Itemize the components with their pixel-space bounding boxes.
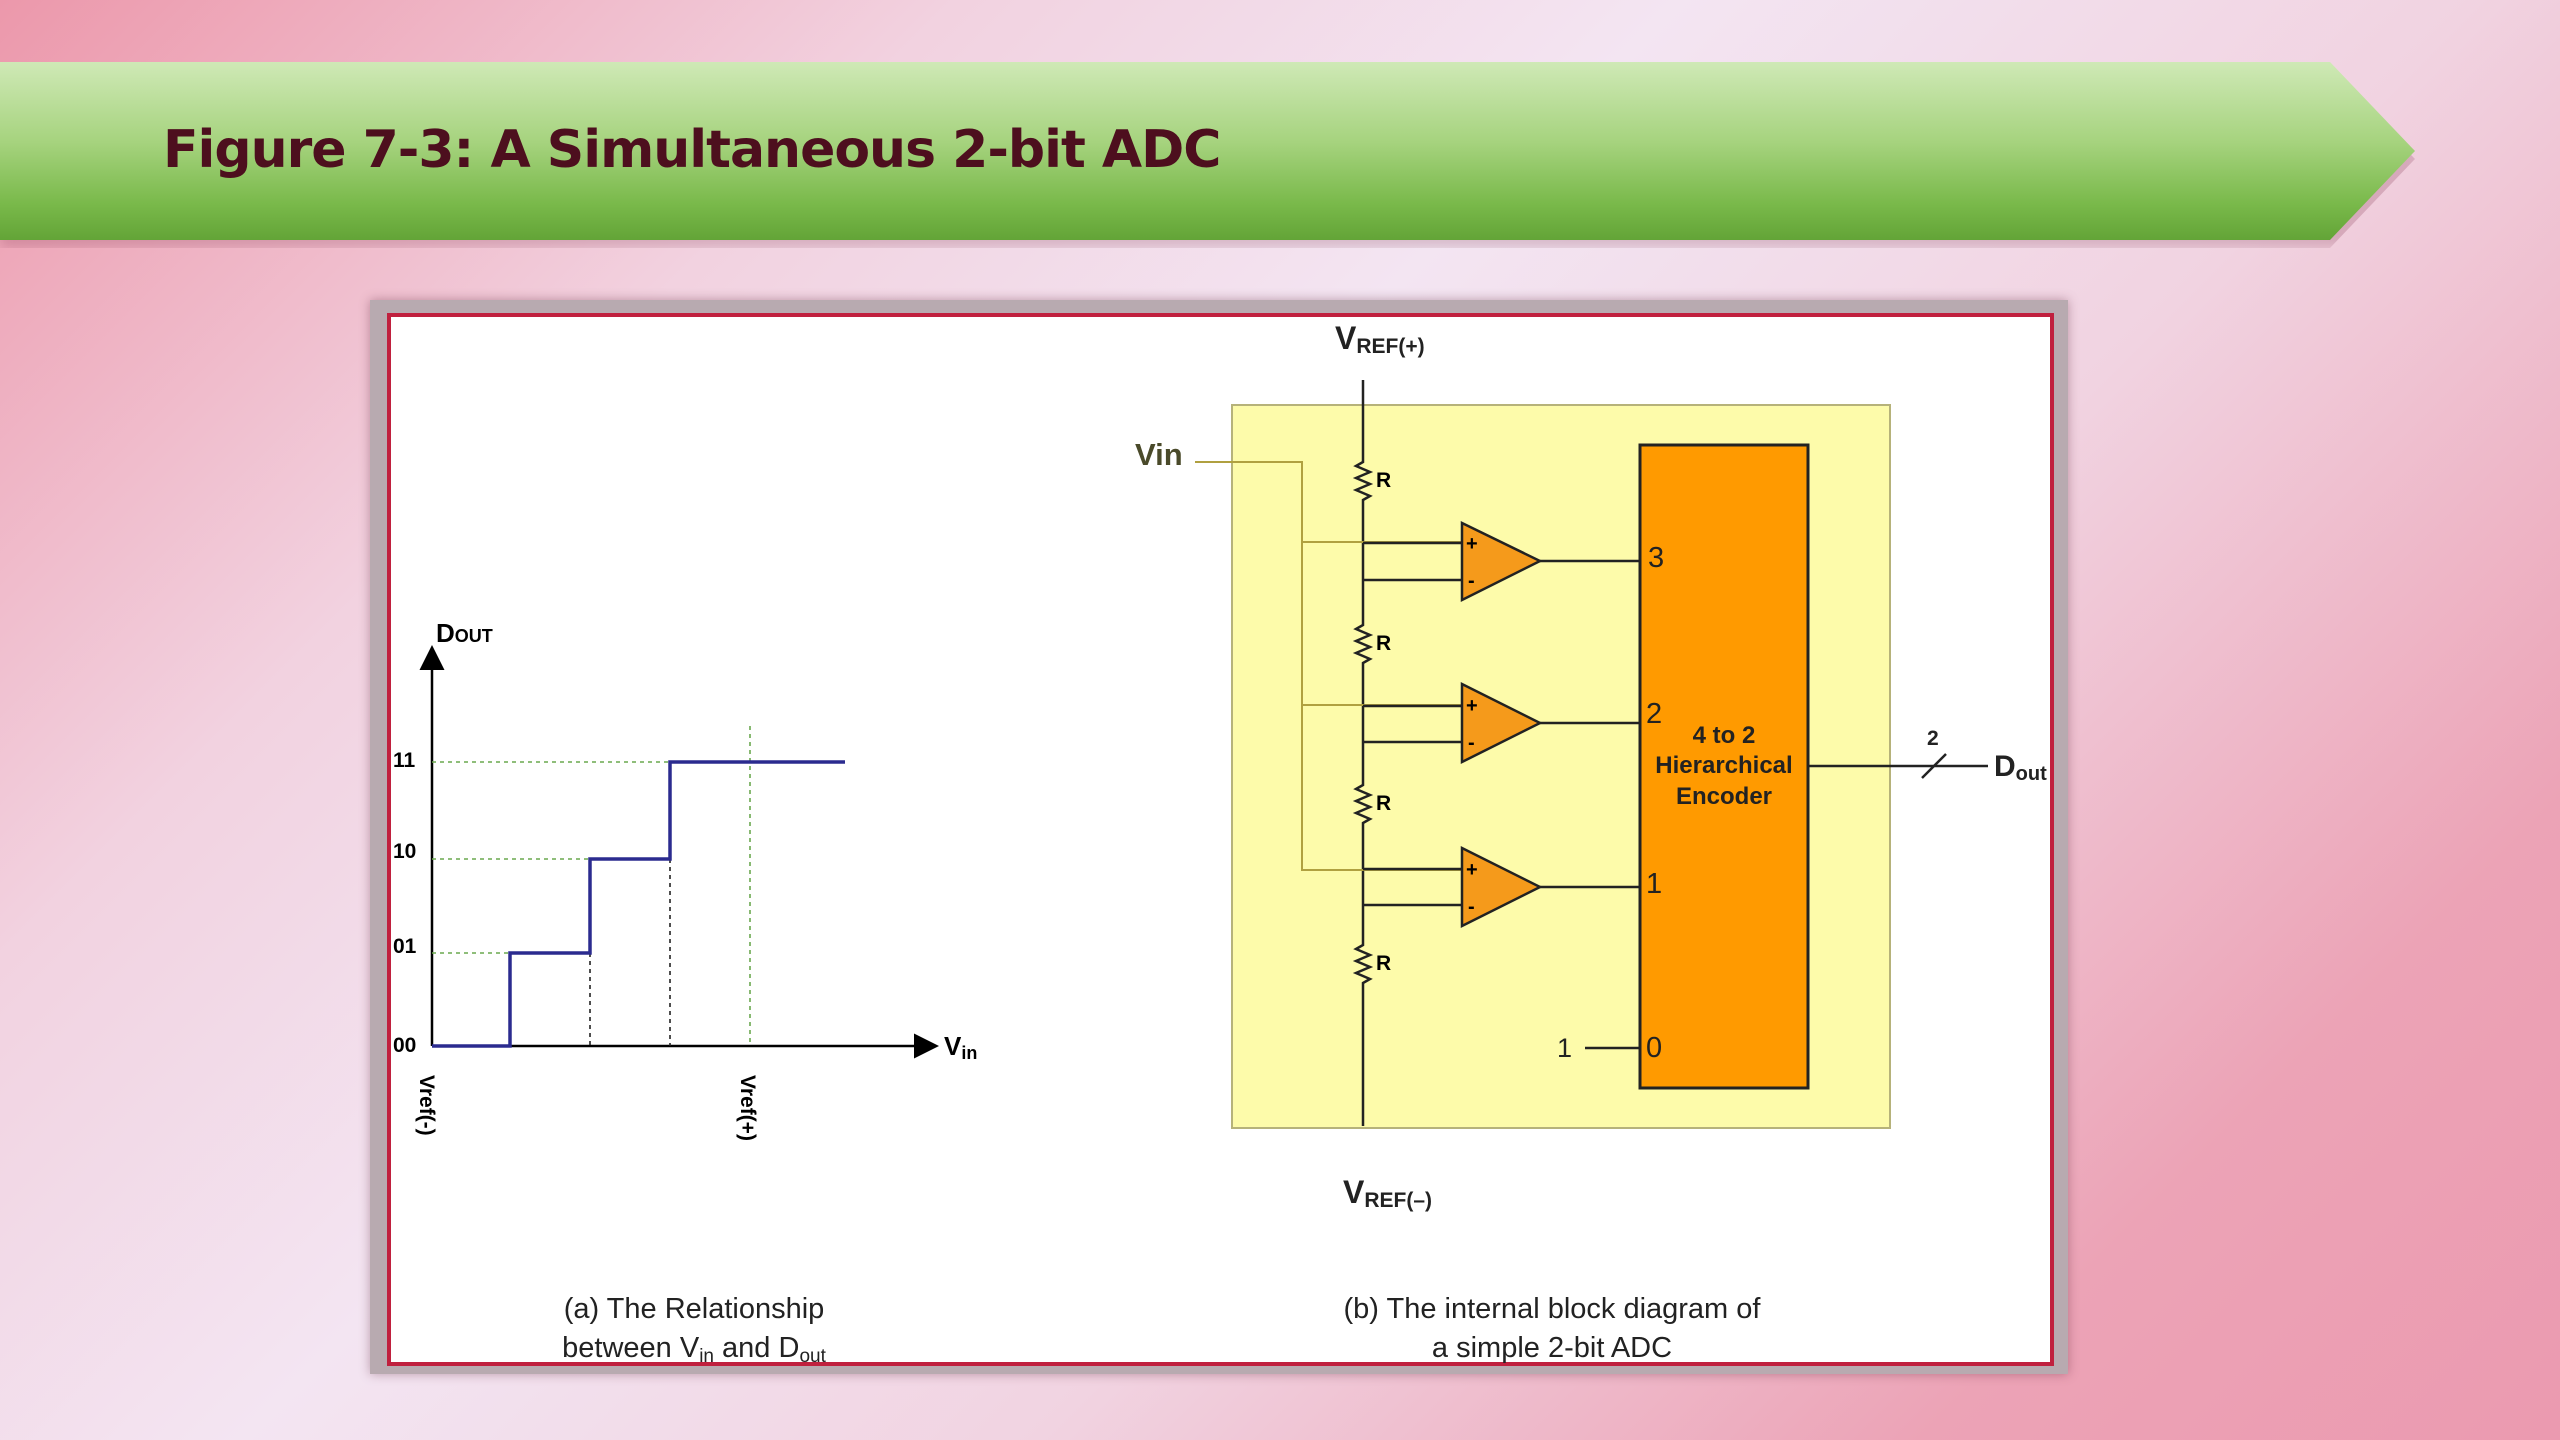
svg-text:-: -: [1468, 896, 1475, 918]
vin-label: Vin: [1135, 437, 1183, 472]
circuit-caption-line1: (b) The internal block diagram of: [1344, 1293, 1762, 1325]
encoder-input-3: 3: [1648, 542, 1664, 574]
svg-text:+: +: [1466, 859, 1478, 881]
svg-text:+: +: [1466, 695, 1478, 717]
encoder-input-2: 2: [1646, 698, 1662, 730]
y-tick-11: 11: [393, 749, 416, 772]
resistor-label-4: R: [1376, 952, 1391, 975]
svg-text:-: -: [1468, 570, 1475, 592]
comparator-3: + -: [1460, 521, 1543, 603]
resistor-label-3: R: [1376, 792, 1391, 815]
transfer-graph: 11 10 01 00 DOUT Vin Vref(-) Vref(+) (a)…: [393, 618, 977, 1367]
encoder-label-line3: Encoder: [1676, 783, 1772, 810]
resistor-label-2: R: [1376, 632, 1391, 655]
svg-text:-: -: [1468, 732, 1475, 754]
y-tick-10: 10: [393, 840, 416, 863]
encoder-input-wires: [1540, 559, 1988, 1050]
encoder-label-line2: Hierarchical: [1655, 752, 1792, 779]
comparator-1: + -: [1460, 845, 1543, 929]
constant-one-input: 1: [1557, 1033, 1572, 1063]
resistor-label-1: R: [1376, 469, 1391, 492]
adc-block-diagram: 4 to 2 Hierarchical Encoder R R R R: [1135, 320, 2047, 1364]
tap-wires: [1363, 541, 1462, 907]
encoder-block: [1638, 443, 1810, 1090]
encoder-input-1: 1: [1646, 868, 1662, 900]
y-tick-00: 00: [393, 1034, 416, 1057]
resistor-ladder: [1352, 380, 1374, 1126]
x-tick-vref-minus: Vref(-): [415, 1075, 438, 1136]
comparator-2: + -: [1460, 681, 1543, 765]
svg-text:+: +: [1466, 533, 1478, 555]
slide-title: Figure 7-3: A Simultaneous 2-bit ADC: [163, 120, 1221, 180]
graph-caption-line1: (a) The Relationship: [564, 1293, 825, 1325]
bus-width-label: 2: [1927, 727, 1939, 750]
vref-plus-label: VREF(+): [1335, 320, 1425, 358]
guide-lines: [432, 726, 751, 1046]
staircase-line: [432, 760, 845, 1048]
x-axis-label: Vin: [944, 1031, 977, 1063]
riser-guides: [589, 859, 671, 1046]
x-tick-vref-plus: Vref(+): [736, 1075, 759, 1141]
title-banner: [0, 62, 2415, 240]
circuit-caption-line2: a simple 2-bit ADC: [1432, 1332, 1672, 1364]
encoder-input-0: 0: [1646, 1032, 1662, 1064]
y-axis-label: DOUT: [436, 618, 493, 648]
vref-minus-label: VREF(–): [1343, 1174, 1432, 1212]
dout-label: Dout: [1994, 750, 2047, 785]
encoder-label-line1: 4 to 2: [1693, 722, 1756, 749]
graph-caption-line2: between Vin and Dout: [562, 1332, 826, 1367]
y-tick-01: 01: [393, 935, 417, 958]
